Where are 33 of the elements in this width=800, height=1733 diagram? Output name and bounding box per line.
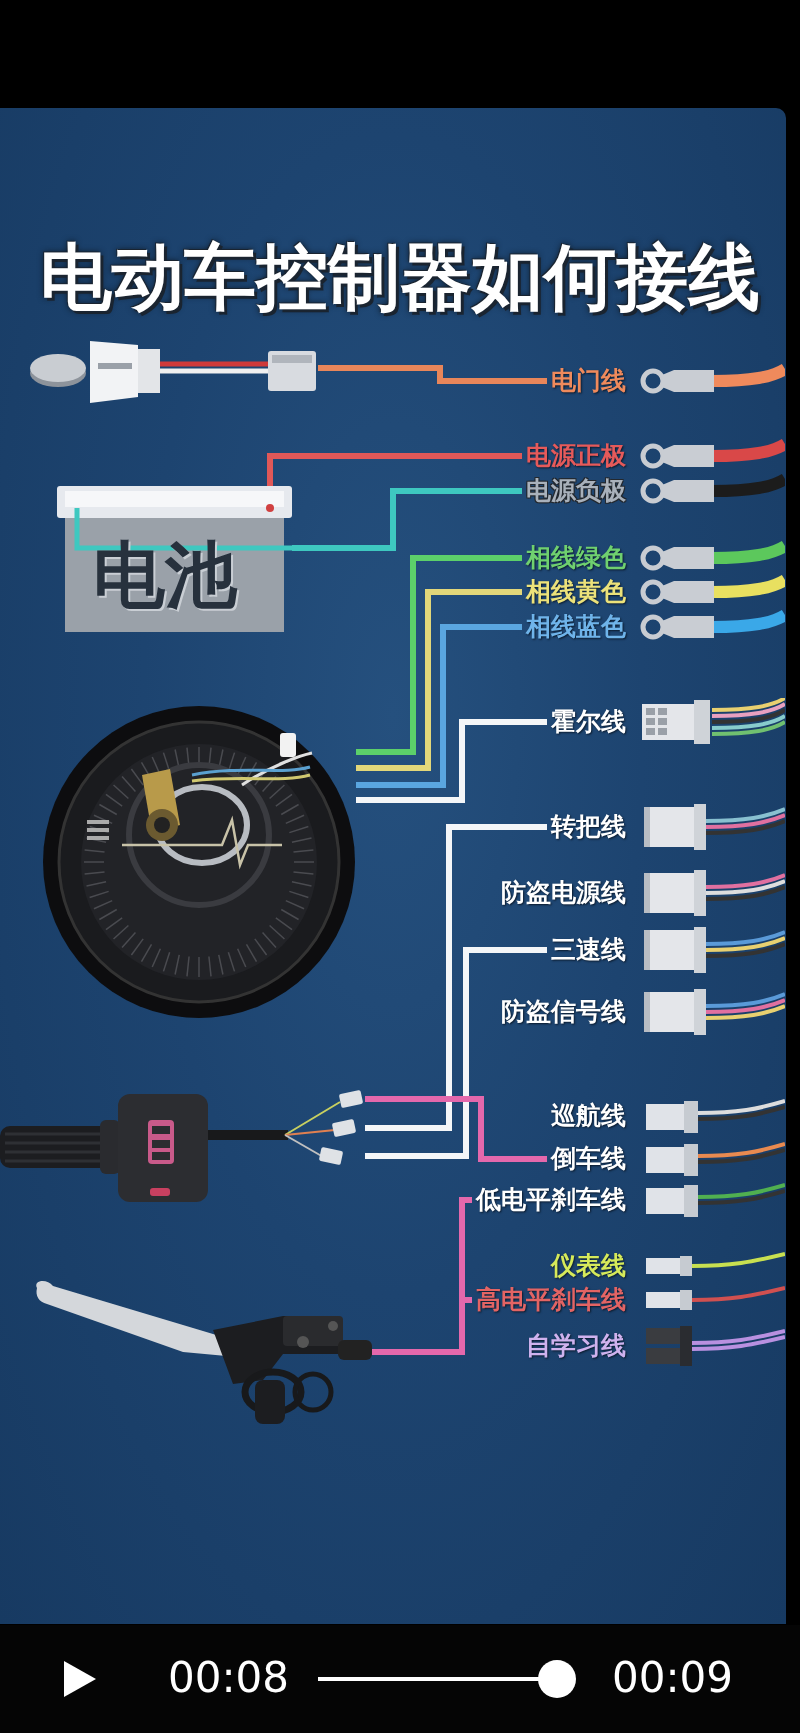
wire-label: 相线蓝色 — [526, 611, 626, 643]
wire-label: 电门线 — [551, 365, 626, 397]
wire-label: 相线绿色 — [526, 542, 626, 574]
wire-line — [318, 365, 547, 384]
wire-line — [356, 719, 547, 803]
wire-line — [292, 488, 522, 551]
wire-line — [356, 624, 522, 788]
wire-label: 三速线 — [551, 934, 626, 966]
wire-label: 电源负极 — [526, 475, 626, 507]
wire-label: 防盗信号线 — [501, 996, 626, 1028]
wire-label: 转把线 — [551, 811, 626, 843]
wire-label: 高电平刹车线 — [476, 1284, 626, 1316]
wire-label: 仪表线 — [551, 1250, 626, 1282]
wire-line — [267, 453, 522, 486]
handlebar-switch-drawing — [0, 1090, 365, 1204]
wire-label: 巡航线 — [551, 1100, 626, 1132]
wire-label: 相线黄色 — [526, 576, 626, 608]
wire-label: 霍尔线 — [551, 706, 626, 738]
title: 电动车控制器如何接线 — [39, 234, 761, 321]
wire-line — [365, 947, 547, 1159]
battery-label: 电池 — [93, 532, 237, 619]
wire-label: 防盗电源线 — [501, 877, 626, 909]
time-label: 00:08 — [168, 1653, 290, 1703]
wire-line — [365, 1096, 547, 1162]
wire-line — [365, 824, 547, 1131]
time-label: 00:09 — [612, 1653, 734, 1703]
wire-label: 自学习线 — [526, 1330, 626, 1362]
wire-label: 低电平刹车线 — [476, 1184, 626, 1216]
wire-label: 倒车线 — [551, 1143, 626, 1175]
wire-line — [356, 555, 522, 755]
hub-motor-drawing — [42, 705, 356, 1019]
wire-line — [356, 589, 522, 771]
wire-label: 电源正极 — [526, 440, 626, 472]
